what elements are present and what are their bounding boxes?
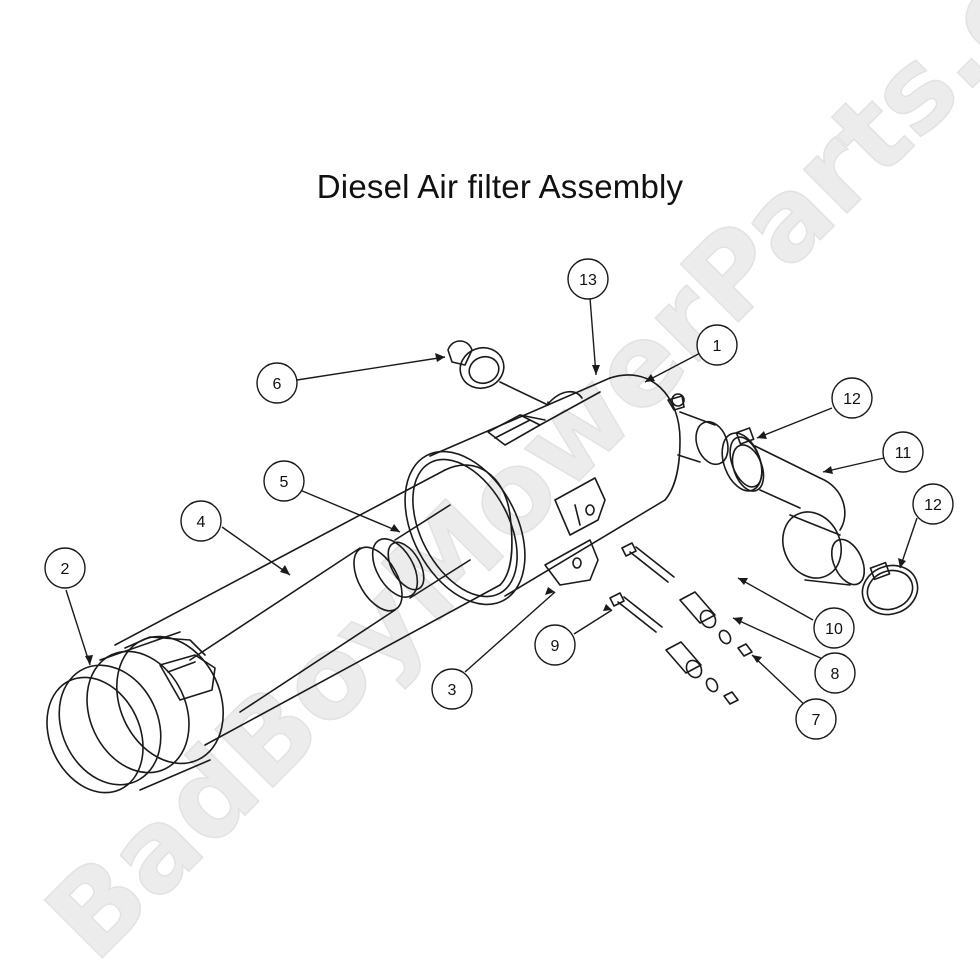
spacer-upper xyxy=(679,591,717,629)
mounting-bracket xyxy=(544,477,606,586)
washer-lower xyxy=(705,677,719,693)
leader-arrowheads xyxy=(85,353,906,665)
callout-11: 11 xyxy=(882,431,924,473)
end-cap xyxy=(46,631,225,794)
nut-lower xyxy=(723,691,739,705)
elbow-hose xyxy=(731,444,866,586)
bolt-lower xyxy=(609,592,663,633)
nut-upper xyxy=(737,643,753,657)
callout-13-label: 13 xyxy=(579,272,597,289)
callout-9-label: 9 xyxy=(551,638,560,655)
callout-5: 5 xyxy=(263,460,305,502)
callout-8: 8 xyxy=(814,652,856,694)
diagram-title: Diesel Air filter Assembly xyxy=(316,168,684,205)
spacer-lower xyxy=(665,641,703,679)
callout-12-lower: 12 xyxy=(912,483,954,525)
callout-12-upper-label: 12 xyxy=(843,391,861,408)
callout-8-label: 8 xyxy=(831,666,840,683)
callout-3-label: 3 xyxy=(448,682,457,699)
callout-6-label: 6 xyxy=(273,376,282,393)
callout-9: 9 xyxy=(534,624,576,666)
hose-clamp-lower xyxy=(861,561,919,616)
callout-1-label: 1 xyxy=(713,338,722,355)
callout-11-label: 11 xyxy=(895,445,912,462)
leader-lines xyxy=(65,297,918,709)
vacuator-valve xyxy=(447,340,549,406)
callout-7-label: 7 xyxy=(812,712,821,729)
callout-12-upper: 12 xyxy=(831,377,873,419)
bolt-upper xyxy=(621,542,675,583)
washer-upper xyxy=(718,629,732,645)
callout-12-lower-label: 12 xyxy=(924,497,942,514)
callout-4-label: 4 xyxy=(197,514,206,531)
callout-4: 4 xyxy=(180,500,222,542)
safety-filter-element xyxy=(189,504,471,713)
callout-1: 1 xyxy=(696,324,738,366)
air-cleaner-housing xyxy=(404,374,681,606)
mounting-band xyxy=(487,391,601,446)
callout-6: 6 xyxy=(256,362,298,404)
callout-10-label: 10 xyxy=(825,621,843,638)
callout-3: 3 xyxy=(431,668,473,710)
callout-2-label: 2 xyxy=(61,561,70,578)
callout-5-label: 5 xyxy=(280,474,289,491)
primary-filter-element xyxy=(114,464,513,746)
callout-10: 10 xyxy=(813,607,855,649)
callout-2: 2 xyxy=(44,547,86,589)
callout-13: 13 xyxy=(567,258,609,300)
housing-outlet xyxy=(667,393,729,466)
callout-7: 7 xyxy=(795,698,837,740)
callouts: 1 2 3 4 5 6 7 xyxy=(44,258,954,740)
